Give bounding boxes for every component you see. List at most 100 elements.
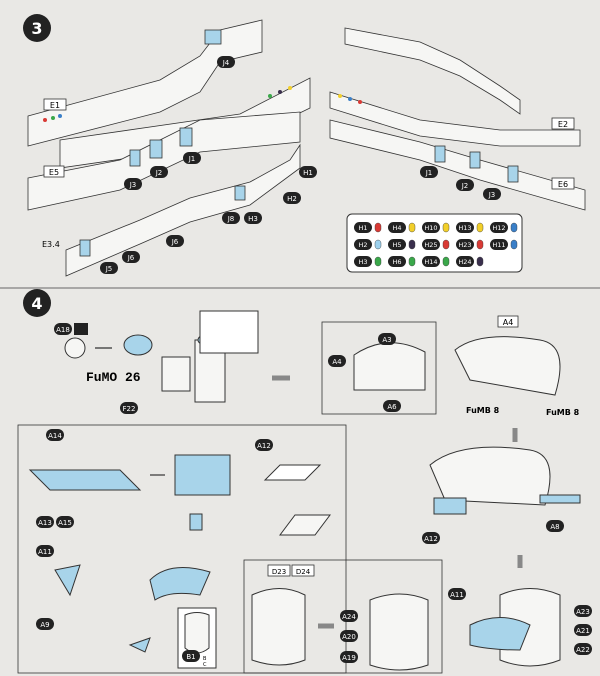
callout-a9: A9 <box>40 621 49 629</box>
a4-label-box <box>497 315 519 328</box>
parts-key-b: B <box>203 656 207 662</box>
legend-swatch-h13 <box>476 222 484 233</box>
a11-curved <box>149 567 211 601</box>
callout-h3-pill <box>244 212 262 224</box>
panel-label-e5: E5 <box>49 168 59 177</box>
callout-a6-pill <box>383 400 401 412</box>
callout-j5: J5 <box>105 265 113 273</box>
callout-j2-right: J2 <box>461 182 469 190</box>
legend-swatch-h14 <box>442 256 450 267</box>
legend-code-h24: H24 <box>458 258 471 266</box>
a14-assembled <box>174 454 231 496</box>
a12-assembled <box>279 514 331 536</box>
callout-a15-pill <box>56 516 74 528</box>
legend-swatch-h12 <box>510 222 518 233</box>
legend-code-h13: H13 <box>458 224 471 232</box>
legend-pill-h12 <box>490 222 508 233</box>
legend-pill-h10 <box>422 222 440 233</box>
step-3-section: 3 E1 E5 E3.4 <box>23 14 586 277</box>
callout-h1-pill <box>299 166 317 178</box>
a12-attached <box>433 497 467 515</box>
panel-label-box-e6 <box>551 177 575 190</box>
legend-pill-h1 <box>354 222 372 233</box>
callout-a20: A20 <box>342 633 356 641</box>
callout-a18: A18 <box>56 326 70 334</box>
legend-pill-h25 <box>422 239 440 250</box>
subassembly-panel <box>17 424 347 674</box>
callout-j1-left: J1 <box>188 155 196 163</box>
panel-label-e2: E2 <box>558 120 568 129</box>
legend-pill-h13 <box>456 222 474 233</box>
step-4-number: 4 <box>31 294 42 313</box>
callout-j1-left-pill <box>183 152 201 164</box>
callout-a22-pill <box>574 643 592 655</box>
callout-j4-pill <box>217 56 235 68</box>
legend-pill-h11 <box>490 239 508 250</box>
callout-j6-upper: J6 <box>171 238 179 246</box>
callout-a21: A21 <box>576 627 590 635</box>
callout-a12-top: A12 <box>257 442 271 450</box>
callout-j6-upper-pill <box>166 235 184 247</box>
legend-swatch-h2 <box>374 239 382 250</box>
callout-j3-left: J3 <box>129 181 137 189</box>
legend-swatch-h25 <box>442 239 450 250</box>
callout-a13: A13 <box>38 519 52 527</box>
wall-strip-e2 <box>329 27 581 147</box>
callout-a14-pill <box>46 429 64 441</box>
callout-a12-top-pill <box>255 439 273 451</box>
callout-j3-right-pill <box>483 188 501 200</box>
legend-code-h25: H25 <box>424 241 437 249</box>
callout-j2-left-pill <box>150 166 168 178</box>
callout-j6-lower: J6 <box>127 254 135 262</box>
callout-b1: B1 <box>186 653 195 661</box>
callout-a14: A14 <box>48 432 62 440</box>
callout-f22: F22 <box>123 405 136 413</box>
callout-a9-pill <box>36 618 54 630</box>
legend-pill-h4 <box>388 222 406 233</box>
callout-j3-left-pill <box>124 178 142 190</box>
a4-platform <box>454 336 561 396</box>
legend-code-h3: H3 <box>358 258 367 266</box>
callout-j5-pill <box>100 262 118 274</box>
a11-flat <box>54 564 81 597</box>
legend-code-h6: H6 <box>392 258 401 266</box>
legend-pill-h5 <box>388 239 406 250</box>
detail-inset <box>199 310 259 354</box>
legend-swatch-h4 <box>408 222 416 233</box>
callout-a4-left-pill <box>328 355 346 367</box>
legend-swatch-h23 <box>476 239 484 250</box>
step-4-section: 4 A18 FuMO 26 F22 A3 A4 A6 A4 FuMB 8 FuM… <box>17 289 592 674</box>
callout-a12-mid: A12 <box>424 535 438 543</box>
a14-part <box>28 469 142 491</box>
cylinder-with-rings <box>369 593 429 671</box>
panel-label-e1: E1 <box>50 101 60 110</box>
callout-a23: A23 <box>576 608 590 616</box>
callout-a11-left-pill <box>36 545 54 557</box>
legend-code-h2: H2 <box>358 241 367 249</box>
d23-label-box <box>267 564 291 577</box>
legend-code-h1: H1 <box>358 224 367 232</box>
callout-a3-pill <box>378 333 396 345</box>
callout-a18-pill <box>54 323 72 335</box>
panel-label-box-e1 <box>43 98 67 111</box>
legend-code-h11: H11 <box>492 241 505 249</box>
a9-part <box>128 637 151 653</box>
d24-label: D24 <box>296 568 311 576</box>
legend-code-h10: H10 <box>424 224 437 232</box>
callout-a20-pill <box>340 630 358 642</box>
callout-a24: A24 <box>342 613 356 621</box>
callout-a15: A15 <box>58 519 72 527</box>
callout-h3: H3 <box>248 215 258 223</box>
b1-shield <box>184 612 210 654</box>
callout-a11-right: A11 <box>450 591 464 599</box>
callout-b1-pill <box>182 650 200 662</box>
a8-part <box>539 494 581 504</box>
a3-part <box>353 342 426 391</box>
legend-code-h14: H14 <box>424 258 437 266</box>
legend-swatch-h24 <box>476 256 484 267</box>
fumo-26-label: FuMO 26 <box>86 370 141 385</box>
legend-pill-h23 <box>456 239 474 250</box>
callout-h1: H1 <box>303 169 313 177</box>
legend-code-h23: H23 <box>458 241 471 249</box>
panel-label-e6: E6 <box>558 180 568 189</box>
